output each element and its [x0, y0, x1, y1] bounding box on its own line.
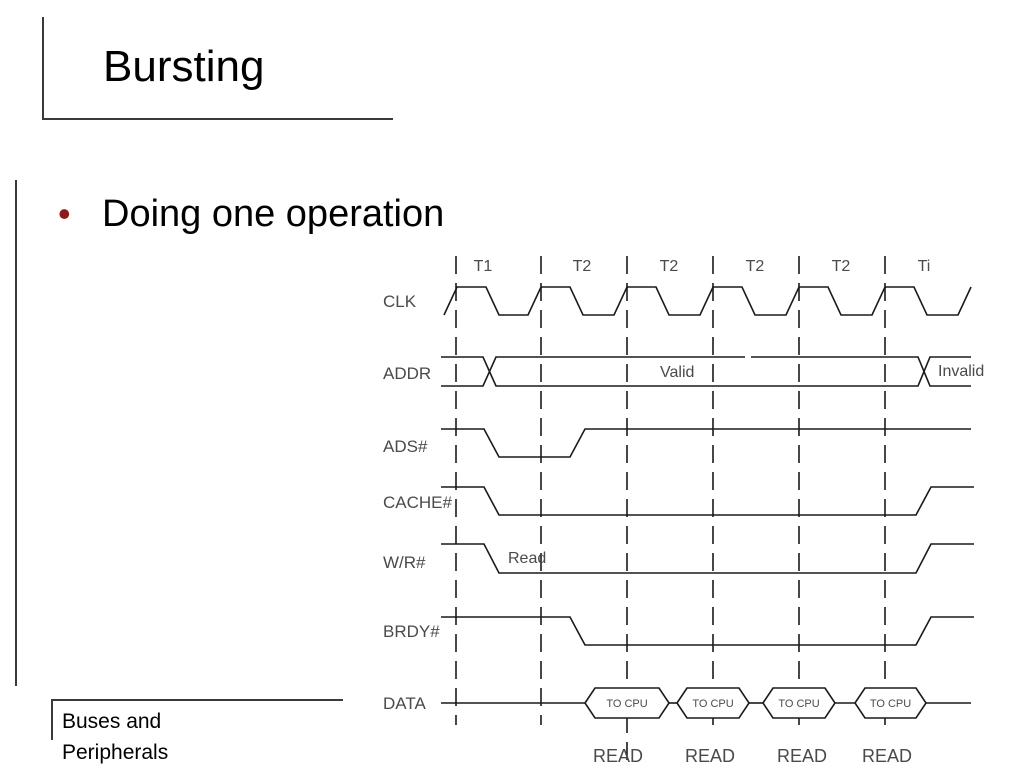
addr-waveform-upper — [441, 356, 971, 387]
period-label: T2 — [573, 258, 592, 275]
signal-waveforms — [441, 286, 974, 704]
signal-label-clk: CLK — [383, 292, 417, 311]
data-cells: TO CPU TO CPU TO CPU TO CPU — [584, 687, 927, 719]
period-label: Ti — [918, 258, 931, 275]
title-frame-vertical — [42, 17, 44, 119]
footer-label: Buses and Peripherals — [62, 710, 169, 764]
wr-waveform — [441, 543, 974, 574]
cache-waveform — [441, 486, 974, 516]
diagram-labels: T1 T2 T2 T2 T2 Ti CLK ADDR ADS# CACHE# W… — [383, 258, 984, 766]
data-cell-label: TO CPU — [778, 698, 819, 710]
slide-title: Bursting — [103, 42, 265, 91]
read-label: READ — [685, 746, 735, 766]
ads-waveform — [441, 428, 971, 458]
signal-label-data: DATA — [383, 694, 426, 713]
signal-label-addr: ADDR — [383, 364, 431, 383]
read-label: READ — [862, 746, 912, 766]
data-cell — [854, 687, 927, 719]
addr-waveform-lower — [441, 356, 971, 387]
bullet-dot-icon: • — [58, 193, 71, 234]
period-label: T1 — [474, 258, 493, 275]
period-label: T2 — [832, 258, 851, 275]
data-cell-label: TO CPU — [606, 698, 647, 710]
data-cell-label: TO CPU — [692, 698, 733, 710]
signal-label-wr: W/R# — [383, 553, 426, 572]
brdy-waveform — [441, 616, 974, 646]
read-label: READ — [593, 746, 643, 766]
read-label: READ — [777, 746, 827, 766]
period-label: T2 — [660, 258, 679, 275]
signal-label-ads: ADS# — [383, 437, 428, 456]
period-label: T2 — [746, 258, 765, 275]
addr-invalid-label: Invalid — [938, 363, 984, 380]
bullet-text: Doing one operation — [102, 193, 445, 235]
wr-read-annotation: Read — [508, 550, 546, 567]
period-dividers — [455, 256, 886, 763]
footer-frame-vertical — [51, 700, 53, 740]
data-cell-label: TO CPU — [870, 698, 911, 710]
signal-label-cache: CACHE# — [383, 493, 453, 512]
clk-waveform — [443, 286, 972, 316]
footer-frame-horizontal — [51, 699, 343, 701]
title-frame-horizontal — [42, 118, 393, 120]
signal-label-brdy: BRDY# — [383, 622, 440, 641]
addr-valid-label: Valid — [660, 364, 694, 381]
content-left-rule — [15, 180, 17, 686]
